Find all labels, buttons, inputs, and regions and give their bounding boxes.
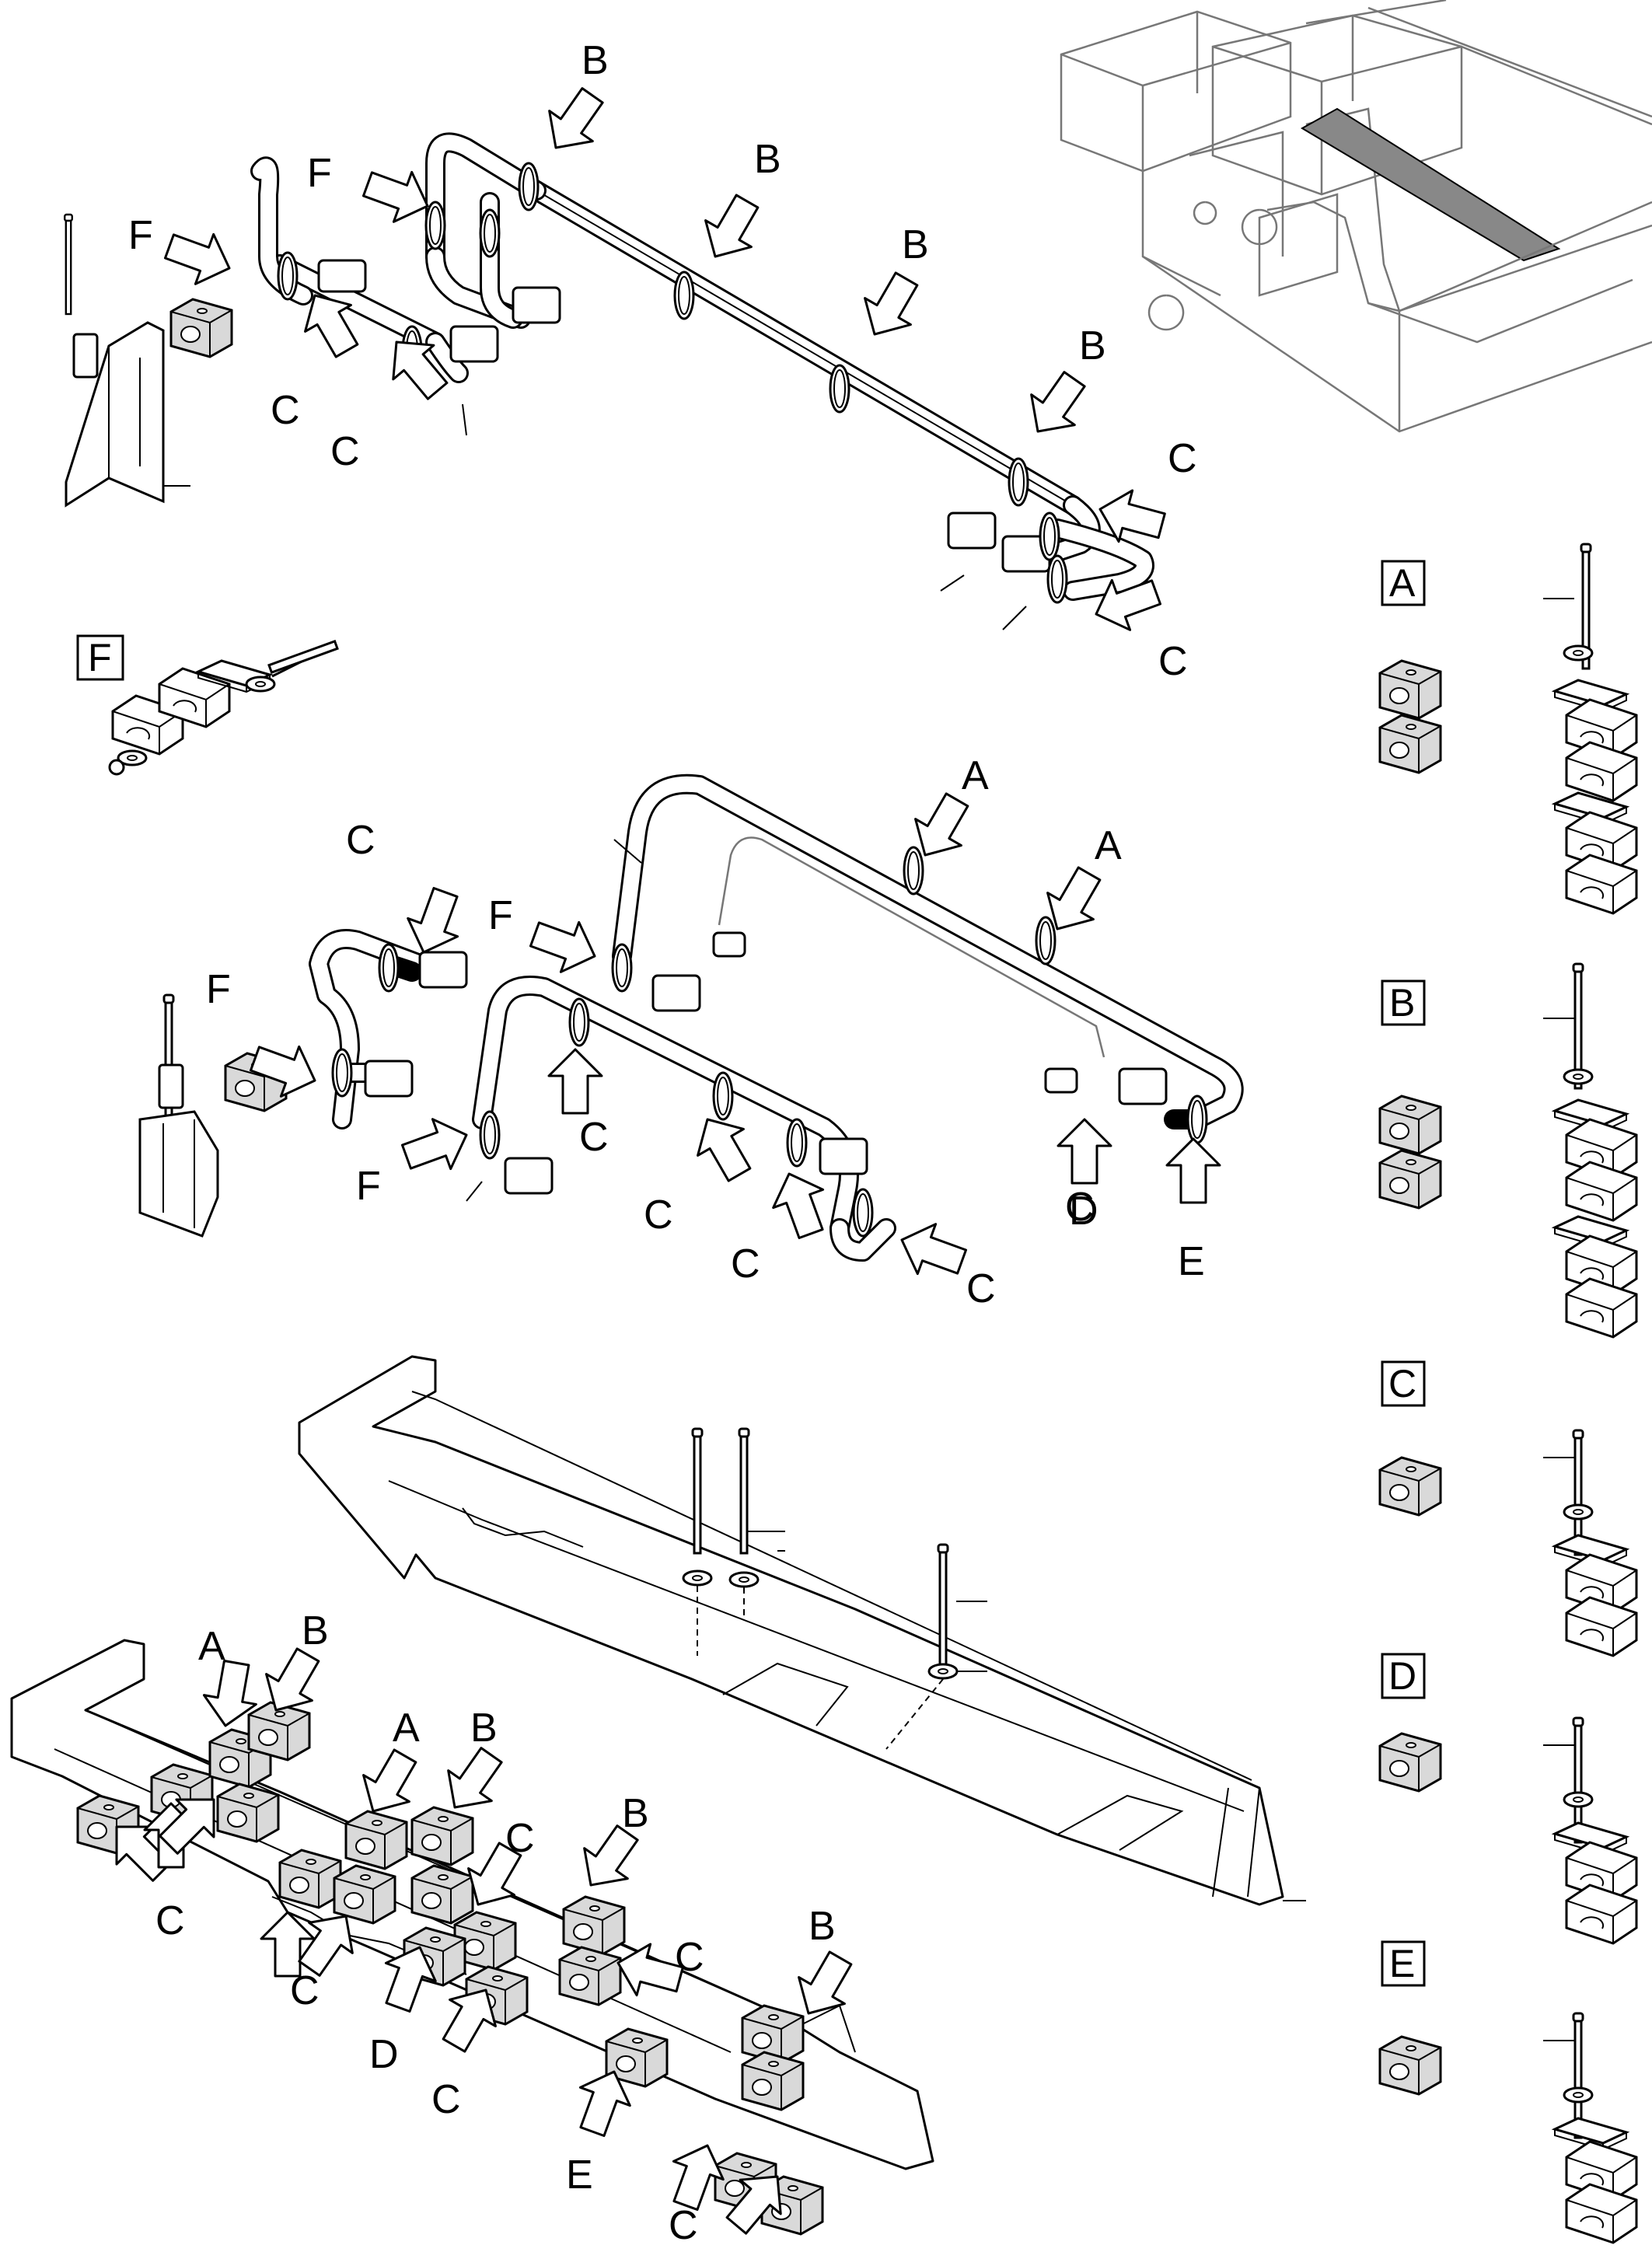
callout-label: E xyxy=(566,2153,593,2198)
callout-label: C xyxy=(675,1935,704,1980)
inset-box-F: F xyxy=(88,636,112,679)
callout-label: A xyxy=(198,1624,225,1669)
callout-labels-bottom: A B A B C B C C C D C B E C xyxy=(155,1608,836,2248)
callout-label: C xyxy=(271,388,300,433)
callout-label: B xyxy=(302,1608,329,1653)
legend-box-C: C xyxy=(1388,1362,1416,1405)
legend-box-labels: A B C D E F xyxy=(76,560,1426,1987)
callout-label: A xyxy=(393,1706,420,1751)
inset-F-parts xyxy=(108,639,339,776)
callout-label: A xyxy=(962,753,989,798)
callout-label: C xyxy=(731,1241,760,1287)
callout-label: F xyxy=(128,213,153,258)
machine-context-view xyxy=(1060,0,1652,433)
callout-label: B xyxy=(809,1904,836,1949)
legend-box-E: E xyxy=(1389,1942,1415,1985)
bracket-middle xyxy=(138,993,288,1238)
callout-arrows xyxy=(96,79,1221,2244)
legend-box-D: D xyxy=(1388,1654,1416,1698)
callout-label: D xyxy=(369,2032,399,2077)
callout-label: C xyxy=(505,1816,535,1861)
callout-label: E xyxy=(1178,1239,1205,1284)
bracket-top xyxy=(64,213,233,508)
callout-labels-middle: A A C F F F C C C C C D E xyxy=(206,753,1205,1311)
callout-label: B xyxy=(754,137,781,182)
legend-box-A: A xyxy=(1389,561,1416,605)
callout-label: B xyxy=(902,222,929,267)
pipe-assembly-top xyxy=(250,132,1154,604)
frame-upper xyxy=(298,1355,1284,1906)
callout-label: B xyxy=(622,1791,649,1836)
callout-label: C xyxy=(346,818,375,863)
callout-label: F xyxy=(206,967,231,1012)
callout-label: C xyxy=(290,1968,320,2013)
callout-label: D xyxy=(1069,1189,1098,1234)
callout-label: C xyxy=(1168,436,1197,481)
callout-label: C xyxy=(330,429,360,474)
callout-label: C xyxy=(669,2203,698,2248)
callout-label: C xyxy=(1065,1185,1095,1230)
leader-lines xyxy=(462,403,1574,2041)
callout-label: C xyxy=(1158,639,1188,684)
callout-label: F xyxy=(488,893,513,938)
callout-label: C xyxy=(579,1115,609,1160)
callout-label: F xyxy=(307,151,332,196)
callout-label: B xyxy=(1079,323,1106,368)
callout-label: A xyxy=(1095,823,1122,868)
legend-box-B: B xyxy=(1389,981,1415,1025)
callout-label: F xyxy=(356,1164,381,1209)
callout-label: C xyxy=(431,2077,461,2122)
callout-label: B xyxy=(582,38,609,83)
callout-label: B xyxy=(470,1706,498,1751)
frame-bolts xyxy=(682,1427,959,1750)
callout-label: C xyxy=(155,1898,185,1943)
callout-labels-top: B F F B B B C C C C xyxy=(128,38,1197,684)
callout-label: C xyxy=(966,1266,996,1311)
callout-label: C xyxy=(644,1192,673,1238)
pipe-assembly-middle xyxy=(309,773,1244,1262)
